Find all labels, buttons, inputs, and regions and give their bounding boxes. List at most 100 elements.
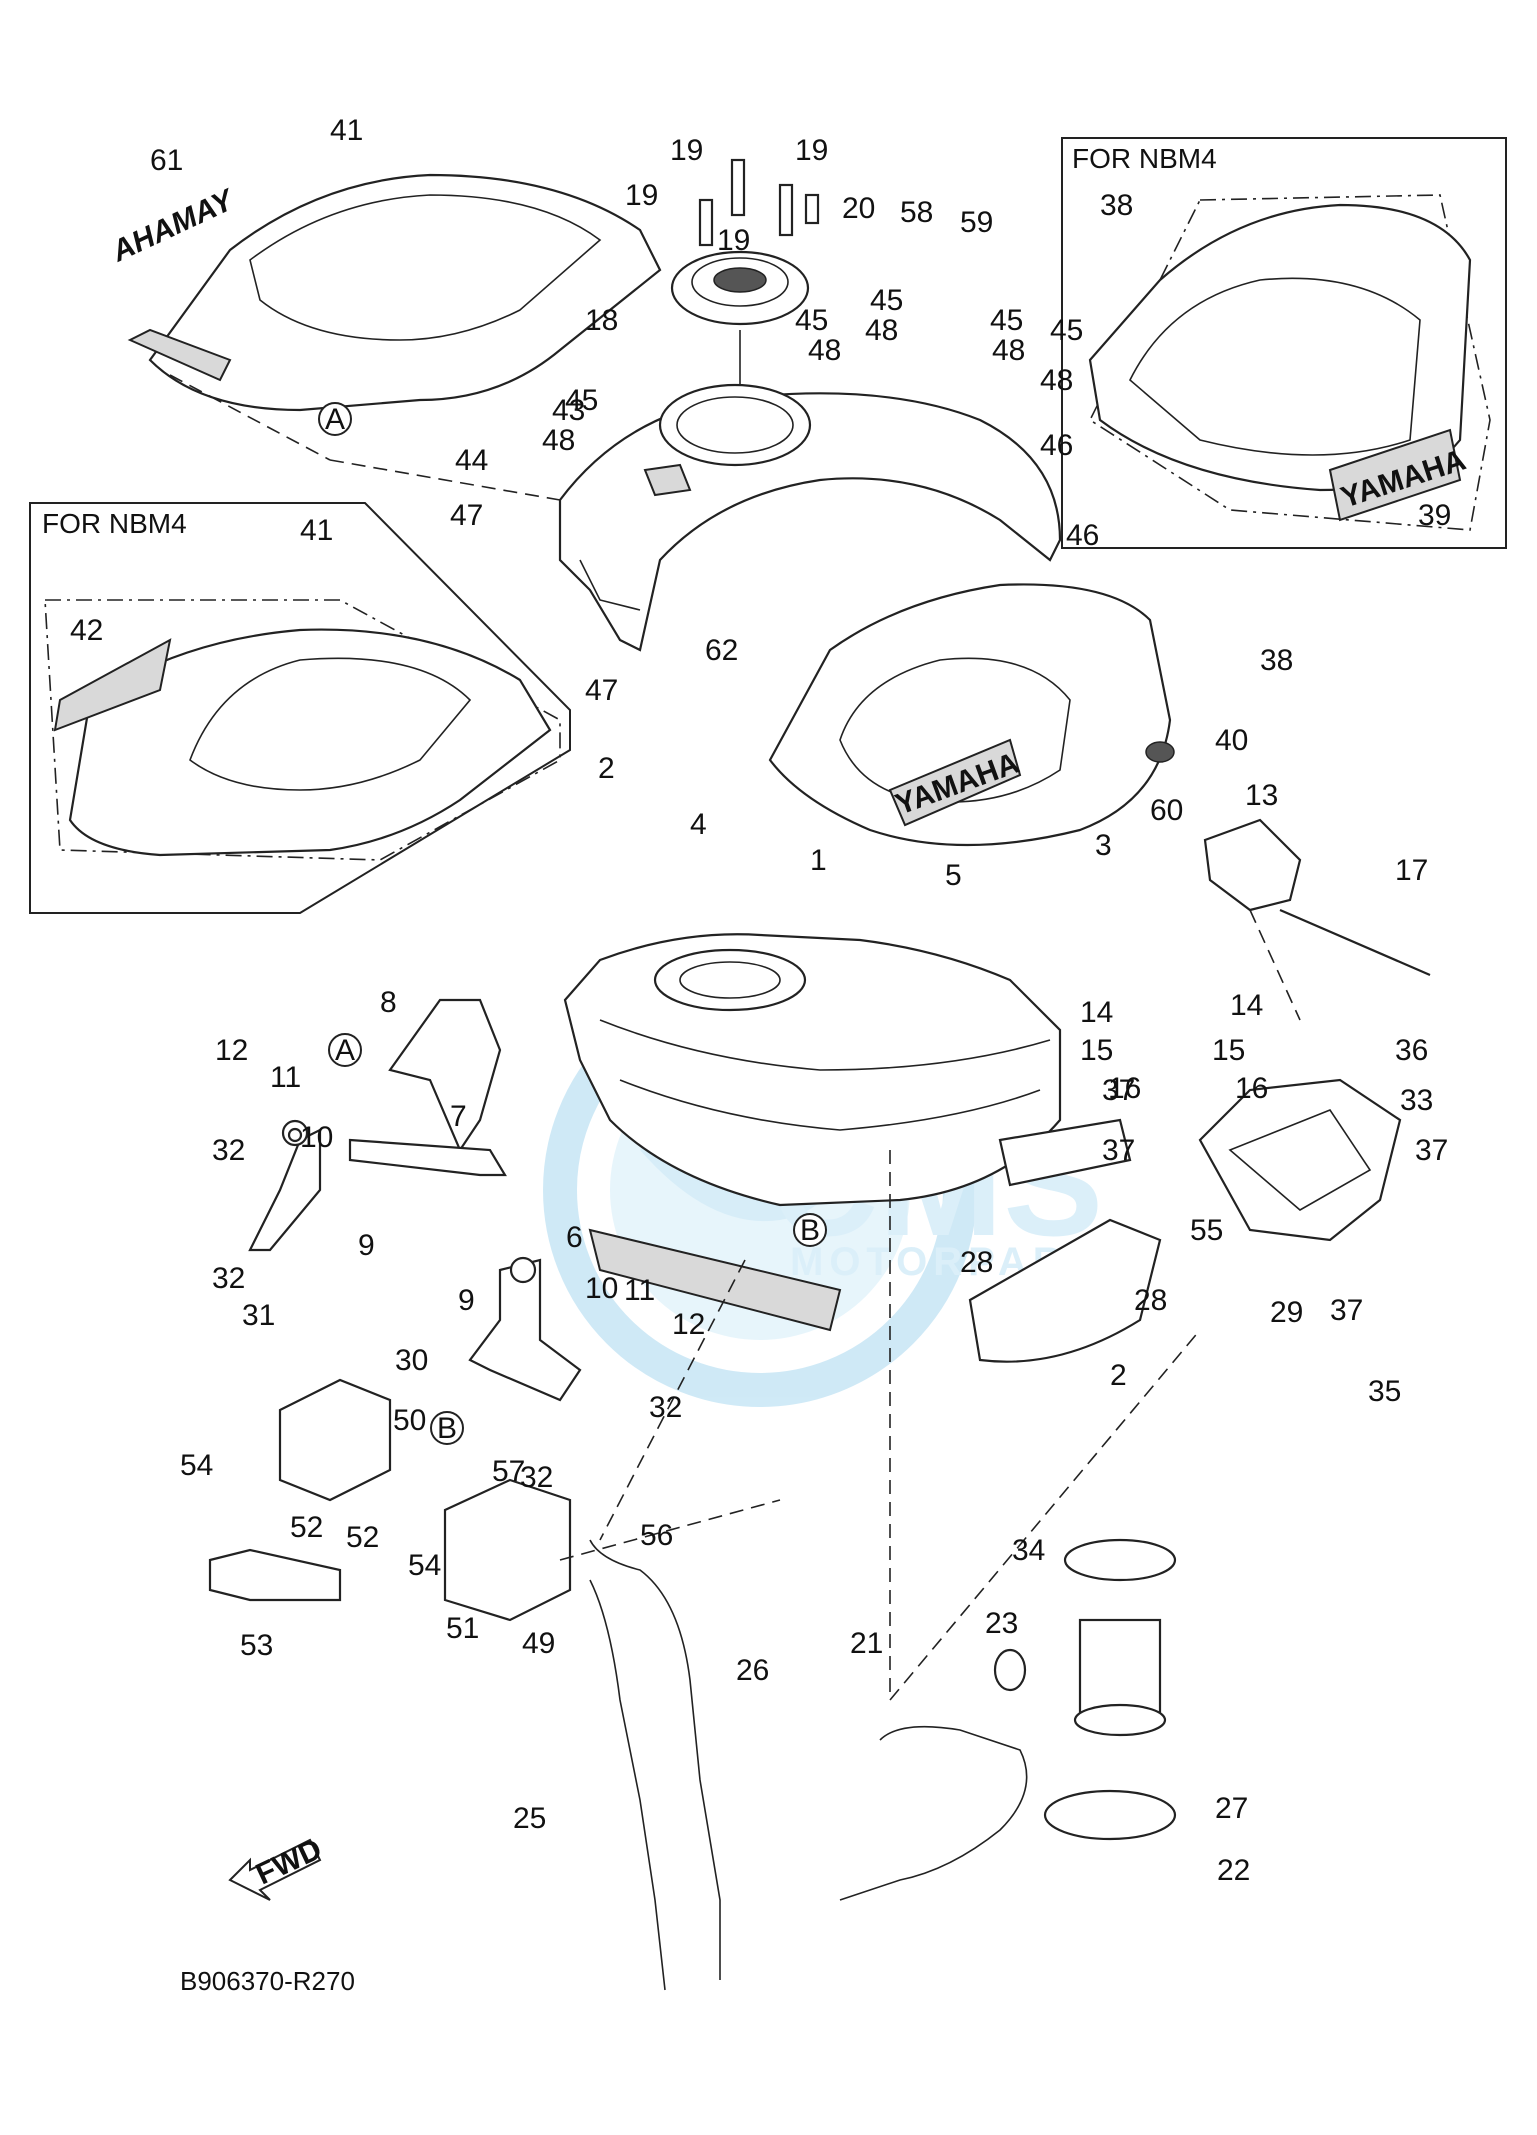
side-cover-right [968, 1118, 1162, 1363]
callout-28: 28 [1134, 1284, 1167, 1317]
callout-45: 45 [870, 284, 903, 317]
ref-marker-b-tank: B [793, 1213, 827, 1247]
svg-text:B: B [437, 1412, 457, 1445]
drawing-code: B906370-R270 [180, 1966, 355, 1996]
svg-text:B: B [800, 1214, 820, 1247]
fuel-tank-1 [563, 933, 1062, 1332]
callout-52: 52 [346, 1521, 379, 1554]
callout-48: 48 [865, 314, 898, 347]
callout-53: 53 [240, 1629, 273, 1662]
brackets-left [248, 998, 582, 1402]
callout-15: 15 [1080, 1034, 1113, 1067]
callout-62: 62 [705, 634, 738, 667]
callout-45: 45 [565, 384, 598, 417]
callout-32: 32 [649, 1391, 682, 1424]
callout-59: 59 [960, 206, 993, 239]
callout-14: 14 [1080, 996, 1113, 1029]
variant-box-title: FOR NBM4 [42, 508, 187, 539]
callout-32: 32 [520, 1461, 553, 1494]
callout-9: 9 [458, 1284, 475, 1317]
callout-48: 48 [808, 334, 841, 367]
callout-40: 40 [1215, 724, 1248, 757]
callout-15: 15 [1212, 1034, 1245, 1067]
callout-41: 41 [300, 514, 333, 547]
callout-37: 37 [1330, 1294, 1363, 1327]
callout-12: 12 [672, 1308, 705, 1341]
ref-marker-b-hose: B [430, 1411, 464, 1445]
callout-52: 52 [290, 1511, 323, 1544]
callout-11: 11 [270, 1061, 301, 1094]
callout-55: 55 [1190, 1214, 1223, 1247]
callout-36: 36 [1395, 1034, 1428, 1067]
callout-19: 19 [670, 134, 703, 167]
svg-text:FWD: FWD [251, 1833, 327, 1892]
callout-31: 31 [242, 1299, 275, 1332]
callout-19: 19 [625, 179, 658, 212]
callout-42: 42 [70, 614, 103, 647]
callout-28: 28 [960, 1246, 993, 1279]
callout-57: 57 [492, 1455, 525, 1488]
fwd-arrow: FWD [228, 1833, 327, 1901]
callout-32: 32 [212, 1134, 245, 1167]
callout-35: 35 [1368, 1375, 1401, 1408]
variant-box-top-right: FOR NBM4 YAMAHA [1061, 137, 1507, 549]
callout-23: 23 [985, 1607, 1018, 1640]
callout-7: 7 [450, 1100, 467, 1133]
callout-16: 16 [1235, 1072, 1268, 1105]
ref-marker-a-left: A [328, 1033, 362, 1067]
callout-46: 46 [1066, 519, 1099, 552]
callout-43: 43 [552, 394, 585, 427]
callout-45: 45 [795, 304, 828, 337]
callout-21: 21 [850, 1627, 883, 1660]
callout-61: 61 [150, 144, 183, 177]
callout-13: 13 [1245, 779, 1278, 812]
callout-50: 50 [393, 1404, 426, 1437]
fuel-cap-assembly [670, 158, 820, 420]
callout-18: 18 [585, 304, 618, 337]
callout-48: 48 [542, 424, 575, 457]
callout-34: 34 [1012, 1534, 1045, 1567]
svg-text:A: A [325, 403, 345, 436]
bracket-right [1198, 818, 1431, 1242]
callout-16: 16 [1108, 1072, 1141, 1105]
callout-14: 14 [1230, 989, 1263, 1022]
callout-54: 54 [180, 1449, 213, 1482]
callout-9: 9 [358, 1229, 375, 1262]
callout-45: 45 [1050, 314, 1083, 347]
callout-19: 19 [717, 224, 750, 257]
callout-3: 3 [1095, 829, 1112, 862]
callout-37: 37 [1102, 1074, 1135, 1107]
callout-33: 33 [1400, 1084, 1433, 1117]
callout-11: 11 [624, 1274, 655, 1307]
callout-29: 29 [1270, 1296, 1303, 1329]
callout-45: 45 [990, 304, 1023, 337]
callout-19: 19 [795, 134, 828, 167]
callout-54: 54 [408, 1549, 441, 1582]
hoses [589, 1539, 1028, 1991]
callout-60: 60 [1150, 794, 1183, 827]
callout-47: 47 [585, 674, 618, 707]
tank-cover-44 [558, 383, 1062, 652]
callout-2: 2 [598, 752, 615, 785]
variant-box-title: FOR NBM4 [1072, 143, 1217, 174]
canister-parts [208, 1378, 572, 1622]
ref-marker-a-top: A [318, 402, 352, 436]
callout-20: 20 [842, 192, 875, 225]
callout-38: 38 [1100, 189, 1133, 222]
svg-text:A: A [335, 1034, 355, 1067]
callout-37: 37 [1415, 1134, 1448, 1167]
callout-48: 48 [992, 334, 1025, 367]
fuel-pump-assembly [993, 1538, 1177, 1841]
callout-48: 48 [1040, 364, 1073, 397]
variant-box-mid-left: FOR NBM4 [29, 502, 571, 914]
callout-51: 51 [446, 1612, 479, 1645]
callout-44: 44 [455, 444, 488, 477]
callout-8: 8 [380, 986, 397, 1019]
callout-2: 2 [1110, 1359, 1127, 1392]
callout-6: 6 [566, 1221, 583, 1254]
callout-32: 32 [212, 1262, 245, 1295]
callout-10: 10 [300, 1121, 333, 1154]
guide-lines [329, 459, 1301, 1701]
